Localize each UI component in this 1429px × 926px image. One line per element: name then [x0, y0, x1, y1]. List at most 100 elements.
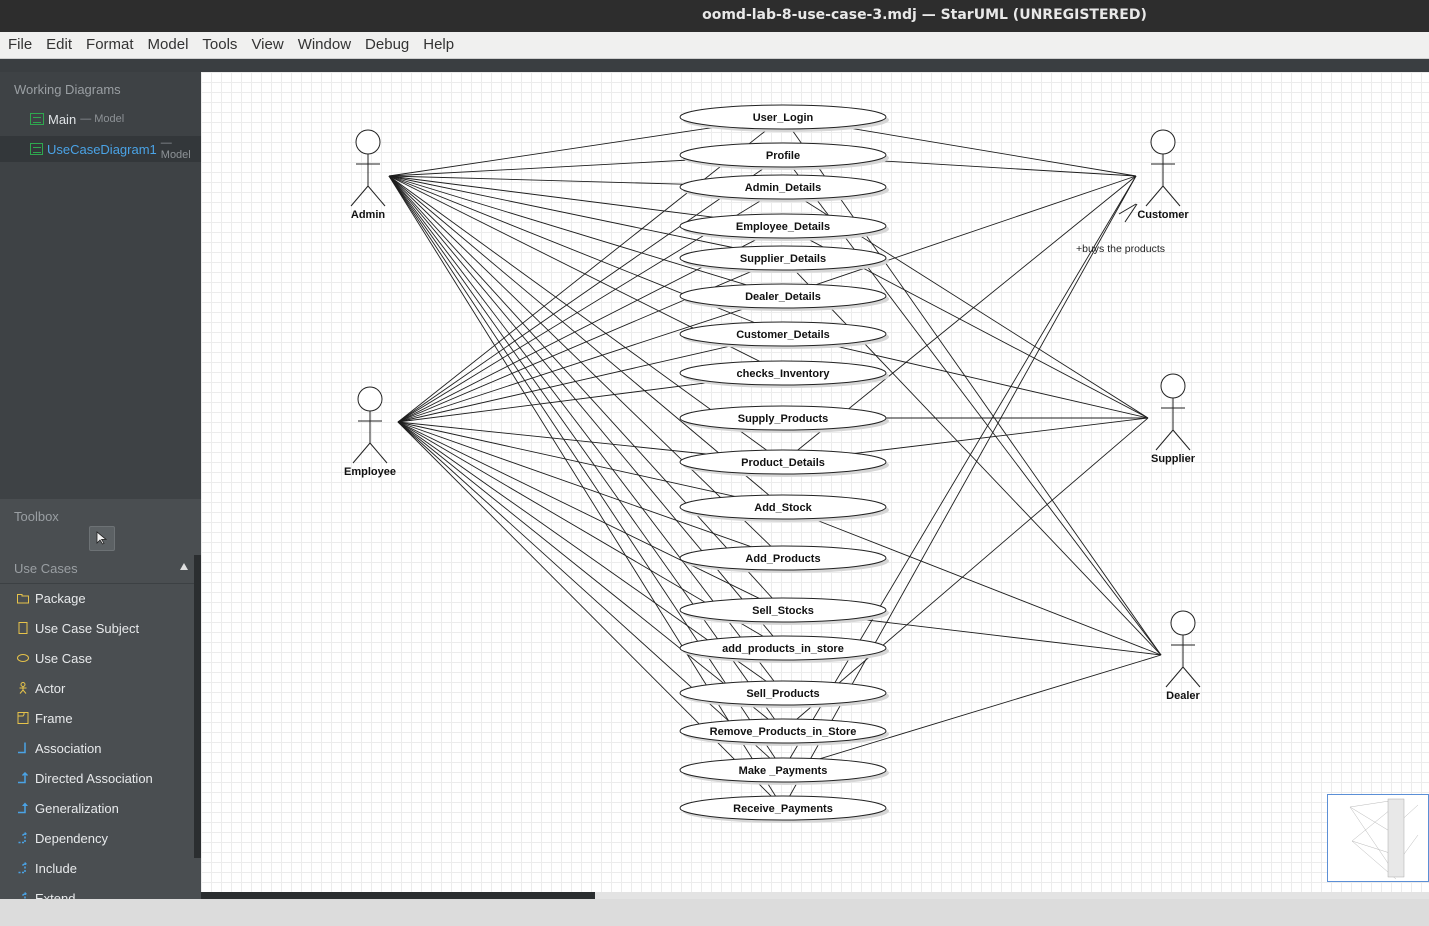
use-case[interactable]: Employee_Details	[679, 213, 889, 241]
use-case-ellipse[interactable]	[679, 142, 887, 168]
association-line[interactable]	[791, 166, 1162, 656]
association-line[interactable]	[397, 421, 760, 599]
association-line[interactable]	[397, 237, 761, 423]
diagram-item-main[interactable]: Main — Model	[0, 106, 201, 132]
tool-actor[interactable]: Actor	[0, 674, 194, 704]
use-case[interactable]: Customer_Details	[679, 321, 889, 349]
menu-tools[interactable]: Tools	[202, 36, 238, 53]
association-line[interactable]	[388, 159, 690, 177]
association-line[interactable]	[397, 306, 749, 423]
association-line[interactable]	[397, 421, 764, 637]
tool-frame[interactable]: Frame	[0, 704, 194, 734]
use-case-ellipse[interactable]	[679, 245, 887, 271]
tool-generalization[interactable]: Generalization	[0, 794, 194, 824]
tool-include[interactable]: Include	[0, 854, 194, 884]
association-line[interactable]	[797, 175, 1137, 451]
association-line[interactable]	[388, 126, 720, 177]
menu-edit[interactable]: Edit	[46, 36, 73, 53]
association-line[interactable]	[388, 175, 772, 547]
use-case-ellipse[interactable]	[679, 213, 887, 239]
use-case-ellipse[interactable]	[679, 635, 887, 661]
association-line[interactable]	[388, 175, 683, 185]
use-case[interactable]: Supplier_Details	[679, 245, 889, 273]
use-case[interactable]: add_products_in_store	[679, 635, 889, 663]
use-case-ellipse[interactable]	[679, 757, 887, 783]
association-line[interactable]	[388, 175, 775, 720]
association-line[interactable]	[812, 518, 1162, 656]
association-line[interactable]	[397, 381, 714, 423]
use-case-ellipse[interactable]	[679, 718, 887, 744]
association-line[interactable]	[397, 344, 737, 423]
association-line[interactable]	[791, 128, 1162, 656]
diagram-minimap[interactable]	[1327, 794, 1429, 882]
association-line[interactable]	[388, 175, 714, 218]
association-line[interactable]	[397, 421, 751, 548]
collapse-triangle-icon[interactable]	[180, 563, 188, 570]
use-case[interactable]: Product_Details	[679, 449, 889, 477]
menu-model[interactable]: Model	[147, 36, 189, 53]
use-case-ellipse[interactable]	[679, 360, 887, 386]
association-line[interactable]	[388, 175, 747, 286]
menu-format[interactable]: Format	[86, 36, 134, 53]
use-cases-section-header[interactable]: Use Cases	[0, 557, 194, 584]
association-line[interactable]	[388, 175, 776, 759]
use-case-ellipse[interactable]	[679, 283, 887, 309]
use-case[interactable]: Receive_Payments	[679, 795, 889, 823]
association-line[interactable]	[397, 421, 769, 720]
association-line[interactable]	[874, 160, 1137, 177]
actor-admin[interactable]: Admin	[350, 129, 386, 221]
use-case-ellipse[interactable]	[679, 597, 887, 623]
use-case[interactable]: User_Login	[679, 104, 889, 132]
use-case-ellipse[interactable]	[679, 545, 887, 571]
use-case[interactable]: Add_Products	[679, 545, 889, 573]
tool-dependency[interactable]: Dependency	[0, 824, 194, 854]
association-line[interactable]	[397, 421, 707, 455]
association-line[interactable]	[388, 175, 767, 451]
association-line[interactable]	[397, 421, 735, 497]
use-case-ellipse[interactable]	[679, 104, 887, 130]
actor-employee[interactable]: Employee	[344, 386, 396, 478]
association-line[interactable]	[388, 175, 775, 682]
horizontal-scrollbar-thumb[interactable]	[201, 892, 595, 899]
association-line[interactable]	[388, 175, 733, 248]
association-line[interactable]	[854, 618, 1162, 656]
menu-help[interactable]: Help	[423, 36, 455, 53]
association-line[interactable]	[397, 421, 767, 682]
association-line[interactable]	[388, 175, 770, 496]
menu-debug[interactable]: Debug	[365, 36, 410, 53]
diagram-item-usecasediagram1[interactable]: UseCaseDiagram1 — Model	[0, 136, 201, 162]
tool-association[interactable]: Association	[0, 734, 194, 764]
use-case-ellipse[interactable]	[679, 449, 887, 475]
use-case-ellipse[interactable]	[679, 321, 887, 347]
use-case[interactable]: Dealer_Details	[679, 283, 889, 311]
use-case-ellipse[interactable]	[679, 405, 887, 431]
use-case[interactable]: checks_Inventory	[679, 360, 889, 388]
actor-customer[interactable]: Customer	[1137, 129, 1189, 221]
use-case[interactable]: Supply_Products	[679, 405, 889, 433]
use-case[interactable]: Add_Stock	[679, 494, 889, 522]
toolbox-scrollbar[interactable]	[194, 555, 201, 858]
association-line[interactable]	[796, 417, 1149, 720]
association-line[interactable]	[388, 175, 773, 599]
use-case[interactable]: Make _Payments	[679, 757, 889, 785]
association-line[interactable]	[819, 654, 1162, 760]
menu-file[interactable]: File	[8, 36, 33, 53]
menu-window[interactable]: Window	[297, 36, 352, 53]
association-line[interactable]	[397, 128, 769, 423]
actor-dealer[interactable]: Dealer	[1165, 610, 1201, 702]
pointer-tool-button[interactable]	[89, 526, 115, 551]
use-case-ellipse[interactable]	[679, 680, 887, 706]
tool-directed-association[interactable]: Directed Association	[0, 764, 194, 794]
use-case-ellipse[interactable]	[679, 174, 887, 200]
association-line[interactable]	[829, 344, 1149, 419]
tool-package[interactable]: Package	[0, 584, 194, 614]
tool-extend[interactable]: Extend	[0, 884, 194, 899]
use-case[interactable]: Remove_Products_in_Store	[679, 718, 889, 746]
use-case-ellipse[interactable]	[679, 494, 887, 520]
horizontal-scrollbar[interactable]	[201, 892, 1429, 899]
tool-use-case[interactable]: Use Case	[0, 644, 194, 674]
association-line[interactable]	[789, 175, 1137, 759]
tool-use-case-subject[interactable]: Use Case Subject	[0, 614, 194, 644]
association-line[interactable]	[397, 166, 767, 423]
